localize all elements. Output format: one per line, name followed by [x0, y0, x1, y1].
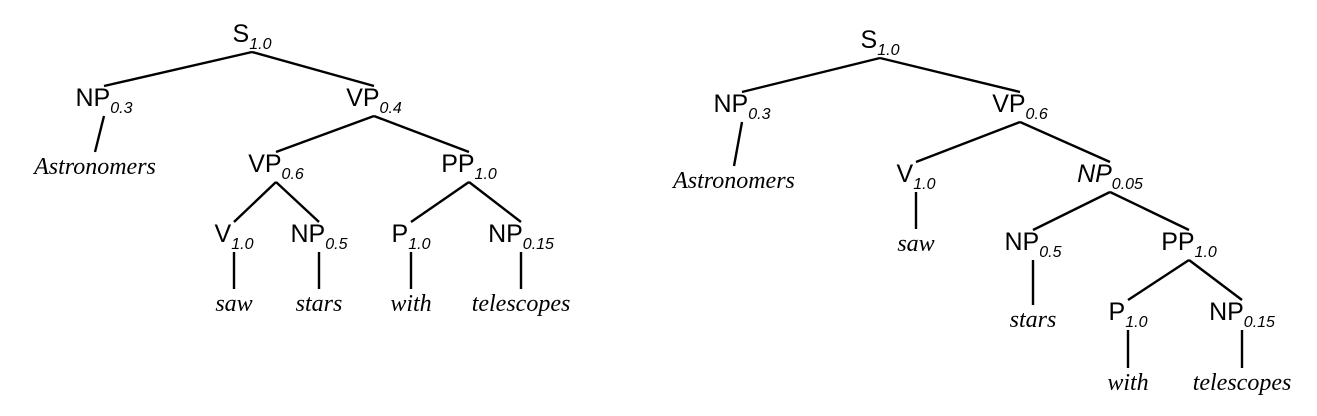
node-category: NP — [488, 220, 523, 248]
tree-left-edge-vp1-vp2 — [275, 114, 375, 154]
tree-right-node-p-p1: P1.0 — [1109, 298, 1148, 331]
tree-right-node-v-v1: V1.0 — [897, 160, 936, 193]
tree-edges — [93, 50, 1244, 368]
tree-right-node-vp-vp1: VP0.6 — [992, 90, 1048, 123]
node-probability: 1.0 — [1125, 314, 1147, 331]
tree-left-edge-pp1-p1 — [410, 181, 470, 223]
node-probability: 0.6 — [282, 166, 304, 183]
tree-right-edge-pp1-np4 — [1188, 259, 1243, 301]
tree-left-node-p-p1: P1.0 — [392, 220, 431, 253]
node-probability: 0.3 — [110, 100, 132, 117]
tree-right-word-telescopes: telescopes — [1193, 370, 1292, 396]
tree-right-word-with: with — [1107, 370, 1148, 396]
tree-left-node-np-np1: NP0.3 — [76, 84, 133, 117]
node-probability: 0.15 — [1244, 314, 1275, 331]
node-category: V — [215, 220, 232, 248]
tree-right-edge-s-vp1 — [879, 56, 1021, 94]
tree-right-node-np-np1: NP0.3 — [714, 90, 771, 123]
tree-left-node-vp-vp1: VP0.4 — [346, 84, 402, 117]
tree-left-node-s-s: S1.0 — [233, 20, 272, 53]
tree-right-edge-np1-w_astronomers — [732, 121, 744, 167]
node-probability: 0.5 — [325, 236, 347, 253]
node-probability: 1.0 — [408, 236, 430, 253]
node-probability: 1.0 — [913, 176, 935, 193]
tree-right-node-s-s: S1.0 — [861, 26, 900, 59]
tree-left-word-telescopes: telescopes — [472, 291, 571, 317]
node-probability: 0.05 — [1112, 176, 1143, 193]
node-probability: 0.6 — [1026, 106, 1048, 123]
node-category: V — [897, 160, 914, 188]
tree-left-edge-s-vp1 — [251, 50, 375, 88]
node-probability: 0.15 — [523, 236, 554, 253]
node-category: NP — [1209, 298, 1244, 326]
node-category: NP — [291, 220, 326, 248]
node-probability: 0.5 — [1039, 244, 1061, 261]
tree-left-edge-pp1-np3 — [468, 181, 522, 223]
node-category: P — [1109, 298, 1126, 326]
tree-left-word-with: with — [390, 291, 431, 317]
node-category: PP — [441, 150, 474, 178]
tree-right-word-saw: saw — [897, 231, 934, 257]
tree-left-node-pp-pp1: PP1.0 — [441, 150, 497, 183]
node-probability: 1.0 — [877, 42, 899, 59]
tree-left-edge-s-np1 — [103, 50, 253, 88]
tree-left-word-saw: saw — [215, 291, 252, 317]
tree-right-edge-vp1-v1 — [915, 120, 1021, 164]
tree-left-edge-np1-w_astronomers — [93, 115, 106, 153]
tree-left-edge-vp2-np2 — [275, 181, 320, 223]
tree-right-node-np-np2: NP0.05 — [1077, 160, 1143, 193]
tree-left-node-v-v1: V1.0 — [215, 220, 254, 253]
node-category: PP — [1161, 228, 1194, 256]
node-probability: 0.4 — [380, 100, 402, 117]
node-category: S — [233, 20, 250, 48]
node-category: NP — [1077, 160, 1112, 188]
tree-right-edge-pp1-p1 — [1127, 258, 1190, 302]
tree-left-word-astronomers: Astronomers — [32, 154, 156, 180]
tree-right-edge-s-np1 — [741, 56, 881, 94]
node-probability: 1.0 — [1195, 244, 1217, 261]
node-category: NP — [1005, 228, 1040, 256]
node-category: S — [861, 26, 878, 54]
tree-right-edge-vp1-np2 — [1019, 120, 1111, 164]
tree-left-node-np-np3: NP0.15 — [488, 220, 554, 253]
node-probability: 0.3 — [748, 106, 770, 123]
tree-right-node-np-np4: NP0.15 — [1209, 298, 1275, 331]
tree-left-edge-vp1-pp1 — [373, 114, 470, 154]
tree-left-word-stars: stars — [296, 291, 343, 317]
node-category: VP — [346, 84, 379, 112]
node-category: VP — [992, 90, 1025, 118]
tree-right-edge-np2-pp1 — [1109, 190, 1190, 232]
tree-right-word-stars: stars — [1010, 307, 1057, 333]
node-category: NP — [76, 84, 111, 112]
tree-right-node-np-np3: NP0.5 — [1005, 228, 1062, 261]
node-probability: 1.0 — [249, 36, 271, 53]
node-category: VP — [248, 150, 281, 178]
tree-left-node-np-np2: NP0.5 — [291, 220, 348, 253]
node-probability: 1.0 — [231, 236, 253, 253]
node-category: P — [392, 220, 409, 248]
tree-right-node-pp-pp1: PP1.0 — [1161, 228, 1217, 261]
tree-right-edge-np2-np3 — [1032, 190, 1111, 232]
tree-right-word-astronomers: Astronomers — [671, 168, 795, 194]
node-probability: 1.0 — [475, 166, 497, 183]
tree-left-edge-vp2-v1 — [233, 181, 277, 223]
tree-left-node-vp-vp2: VP0.6 — [248, 150, 304, 183]
node-category: NP — [714, 90, 749, 118]
